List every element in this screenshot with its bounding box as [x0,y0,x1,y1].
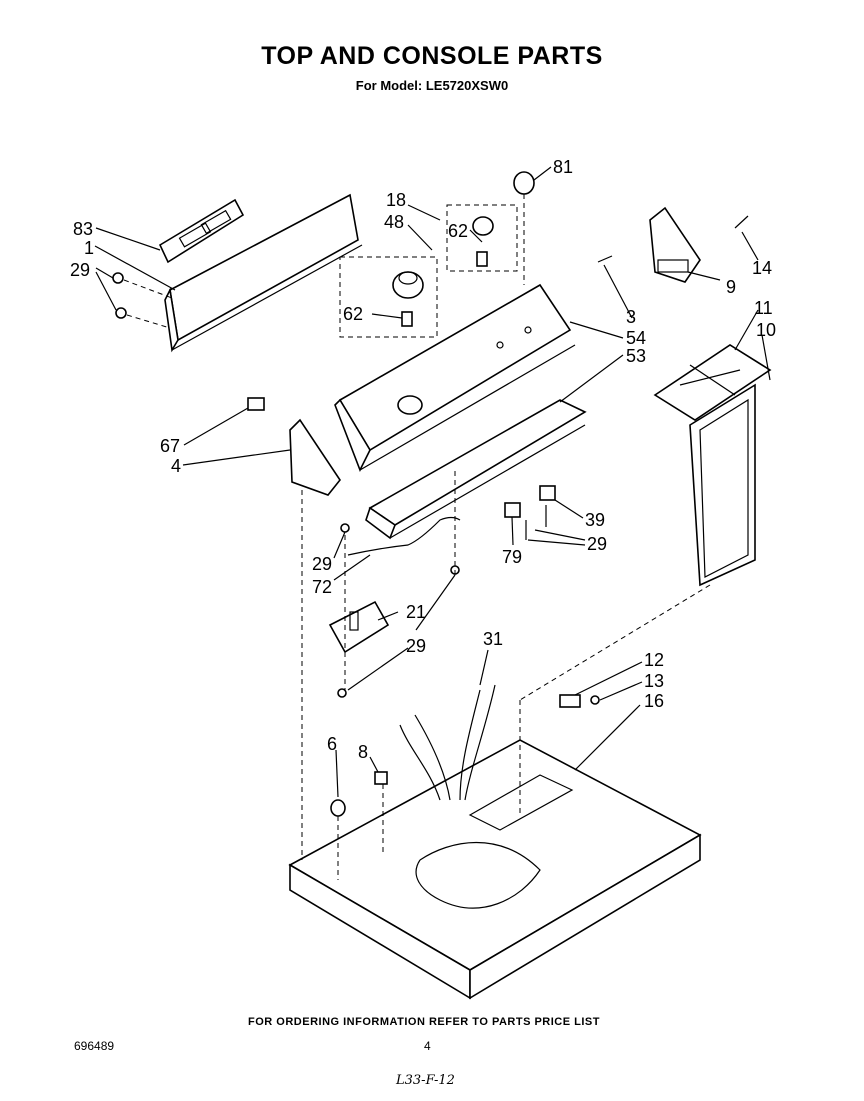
callout-labels: 83 1 29 18 48 62 62 81 14 9 11 10 3 54 5… [70,157,776,762]
wire [347,516,461,556]
bracket-icon [559,694,600,708]
model-subtitle: For Model: LE5720XSW0 [355,78,509,93]
callout-14: 14 [752,258,772,278]
callout-62-lower: 62 [343,304,363,324]
knob-icon [513,171,535,285]
timer-assembly [339,256,438,338]
callout-67: 67 [160,436,180,456]
top-plate [288,739,702,1000]
page-number: 4 [424,1039,431,1053]
callout-1: 1 [84,238,94,258]
callout-29-right: 29 [587,534,607,554]
lint-screen [653,344,772,587]
callout-12: 12 [644,650,664,670]
screw-icon [112,272,173,329]
callout-16: 16 [644,691,664,711]
main-console [334,283,576,472]
callout-79: 79 [502,547,522,567]
callout-29: 29 [70,260,90,280]
handwritten-note: L33-F-12 [396,1073,455,1088]
callout-18: 18 [386,190,406,210]
panel-bracket [158,198,245,264]
callout-6: 6 [327,734,337,754]
left-end-cap [247,397,341,496]
transformer [328,600,390,654]
callout-11: 11 [754,298,773,318]
callout-10: 10 [756,320,776,340]
callout-29-lower: 29 [406,636,426,656]
callout-31: 31 [483,629,503,649]
right-end-cap [597,206,749,283]
leader-lines [94,166,771,798]
rear-console-panel [164,193,363,353]
callout-8: 8 [358,742,368,762]
document-code: 696489 [74,1039,115,1053]
callout-48: 48 [384,212,404,232]
page-title: TOP AND CONSOLE PARTS [261,42,603,70]
console-support [365,399,587,540]
callout-4: 4 [171,456,181,476]
knob-assembly [446,204,518,272]
callout-83: 83 [73,219,93,239]
callout-72: 72 [312,577,332,597]
switch-icon [504,485,556,540]
callout-39: 39 [585,510,605,530]
callout-54: 54 [626,328,646,348]
callout-3: 3 [626,307,636,327]
callout-9: 9 [726,277,736,297]
callout-53: 53 [626,346,646,366]
wire-harness [399,684,541,909]
callout-21: 21 [406,602,426,622]
callout-13: 13 [644,671,664,691]
ordering-note: FOR ORDERING INFORMATION REFER TO PARTS … [248,1016,600,1028]
callout-81: 81 [553,157,573,177]
callout-62-upper: 62 [448,221,468,241]
clip-icon [330,771,388,880]
screw-icon [337,523,460,698]
callout-29-mid: 29 [312,554,332,574]
